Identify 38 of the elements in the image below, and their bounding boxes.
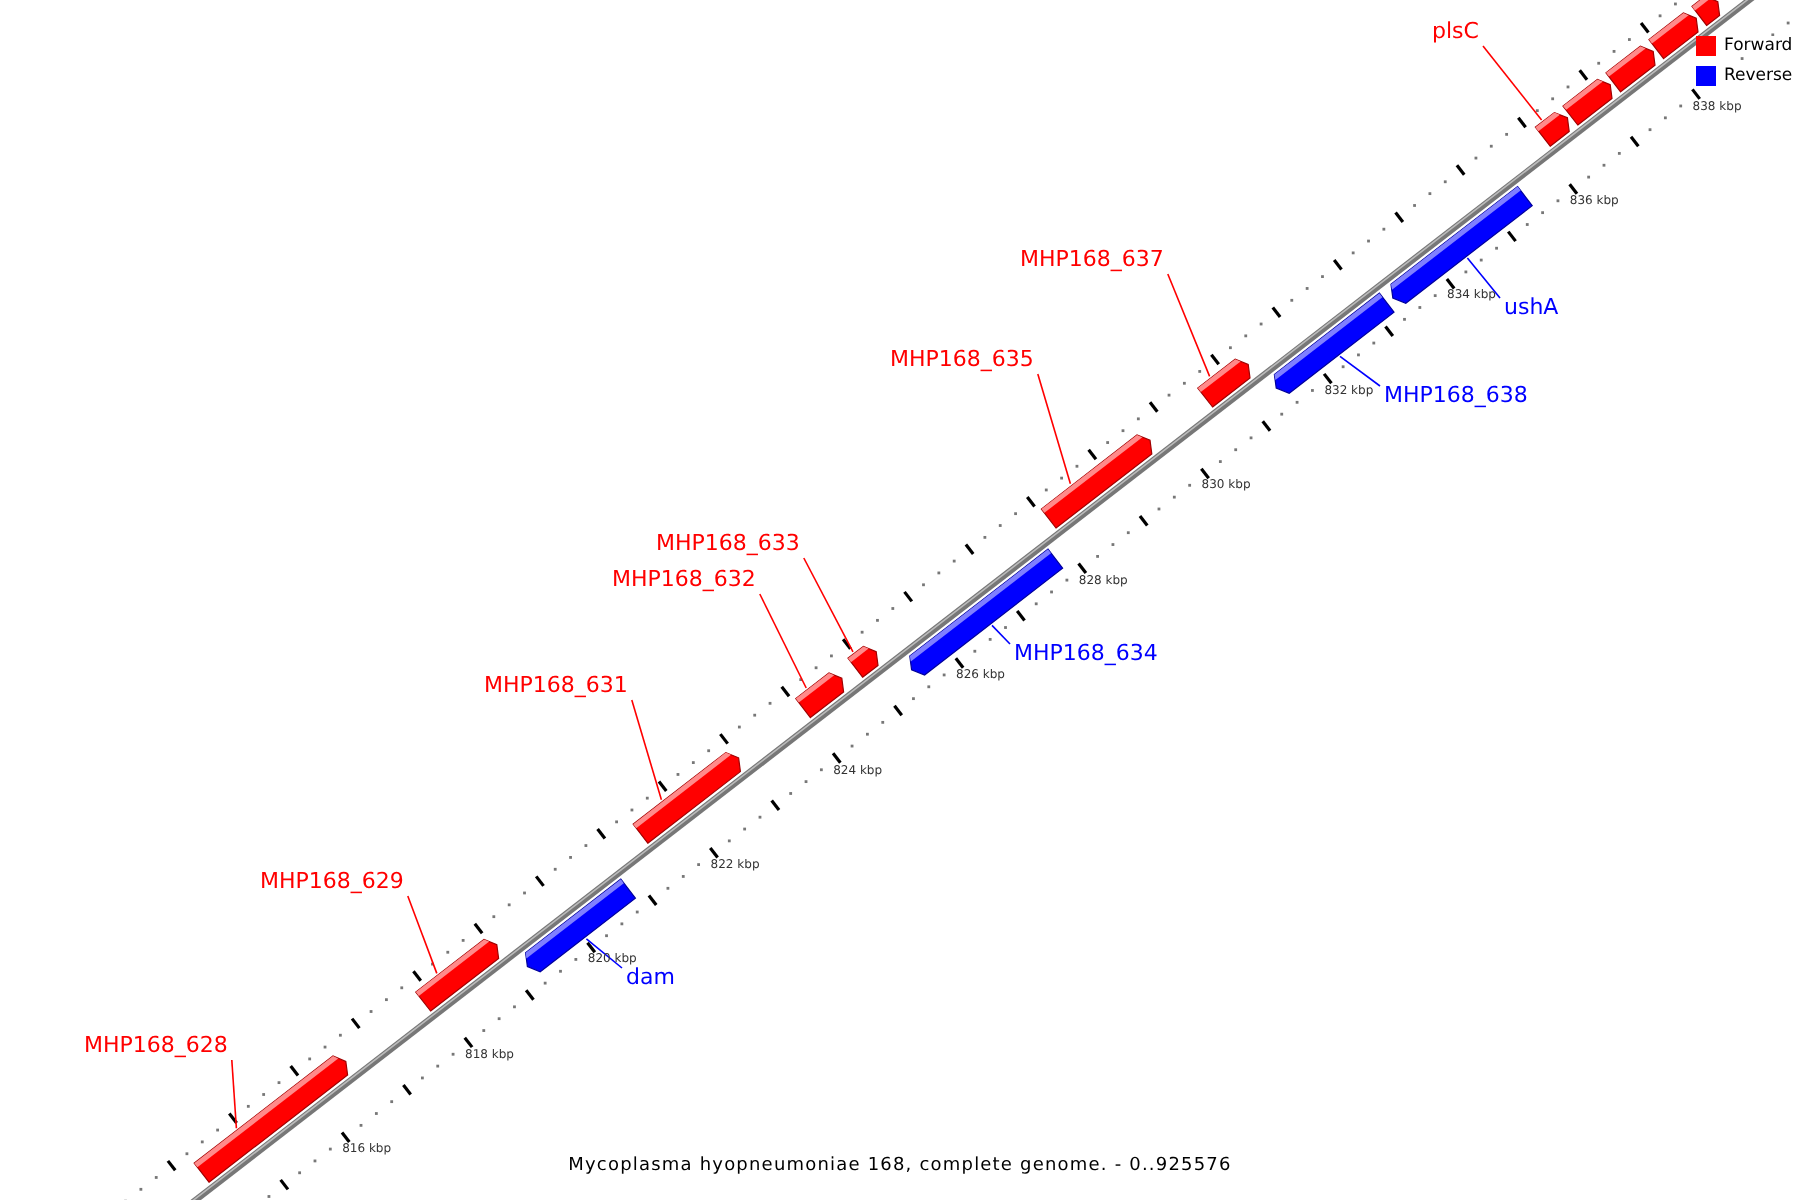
leader-line bbox=[1482, 45, 1543, 121]
leader-line bbox=[407, 895, 438, 975]
gene-bar bbox=[1562, 78, 1613, 126]
gene-bar bbox=[847, 645, 879, 679]
gene-bar bbox=[1605, 45, 1656, 93]
leader-line bbox=[991, 624, 1011, 645]
legend-label: Reverse bbox=[1724, 66, 1793, 86]
gene-bar bbox=[794, 672, 845, 719]
gene-bar bbox=[632, 751, 742, 845]
gene-label: dam bbox=[626, 964, 675, 990]
leader-line bbox=[631, 699, 663, 801]
leader-line bbox=[1037, 373, 1072, 485]
leader-line bbox=[231, 1059, 238, 1129]
caption: Mycoplasma hyopneumoniae 168, complete genome. - 0..925576 bbox=[568, 1156, 1232, 1176]
gene-label: MHP168_633 bbox=[656, 530, 800, 556]
legend-label: Forward bbox=[1724, 36, 1793, 56]
gene-bar bbox=[1648, 12, 1699, 60]
gene-label: MHP168_631 bbox=[484, 672, 628, 698]
gene-label: ushA bbox=[1504, 294, 1559, 320]
gene-label: MHP168_628 bbox=[84, 1032, 228, 1058]
gene-label: plsC bbox=[1432, 18, 1479, 44]
leader-line bbox=[759, 593, 807, 689]
gene-label: MHP168_635 bbox=[890, 346, 1034, 372]
gene-label: MHP168_629 bbox=[260, 868, 404, 894]
gene-bar bbox=[1196, 358, 1251, 408]
gene-label: MHP168_634 bbox=[1014, 640, 1158, 666]
leader-line bbox=[1466, 257, 1501, 299]
gene-bar bbox=[1534, 111, 1570, 148]
gene-bar bbox=[1691, 0, 1721, 27]
gene-label: MHP168_638 bbox=[1384, 382, 1528, 408]
leader-line bbox=[1339, 355, 1381, 387]
leader-line bbox=[585, 938, 623, 969]
gene-bar bbox=[1040, 434, 1153, 529]
leader-line bbox=[1167, 273, 1211, 378]
leader-line bbox=[803, 557, 854, 653]
gene-bar bbox=[414, 938, 500, 1012]
gene-label: MHP168_632 bbox=[612, 566, 756, 592]
gene-label: MHP168_637 bbox=[1020, 246, 1164, 272]
